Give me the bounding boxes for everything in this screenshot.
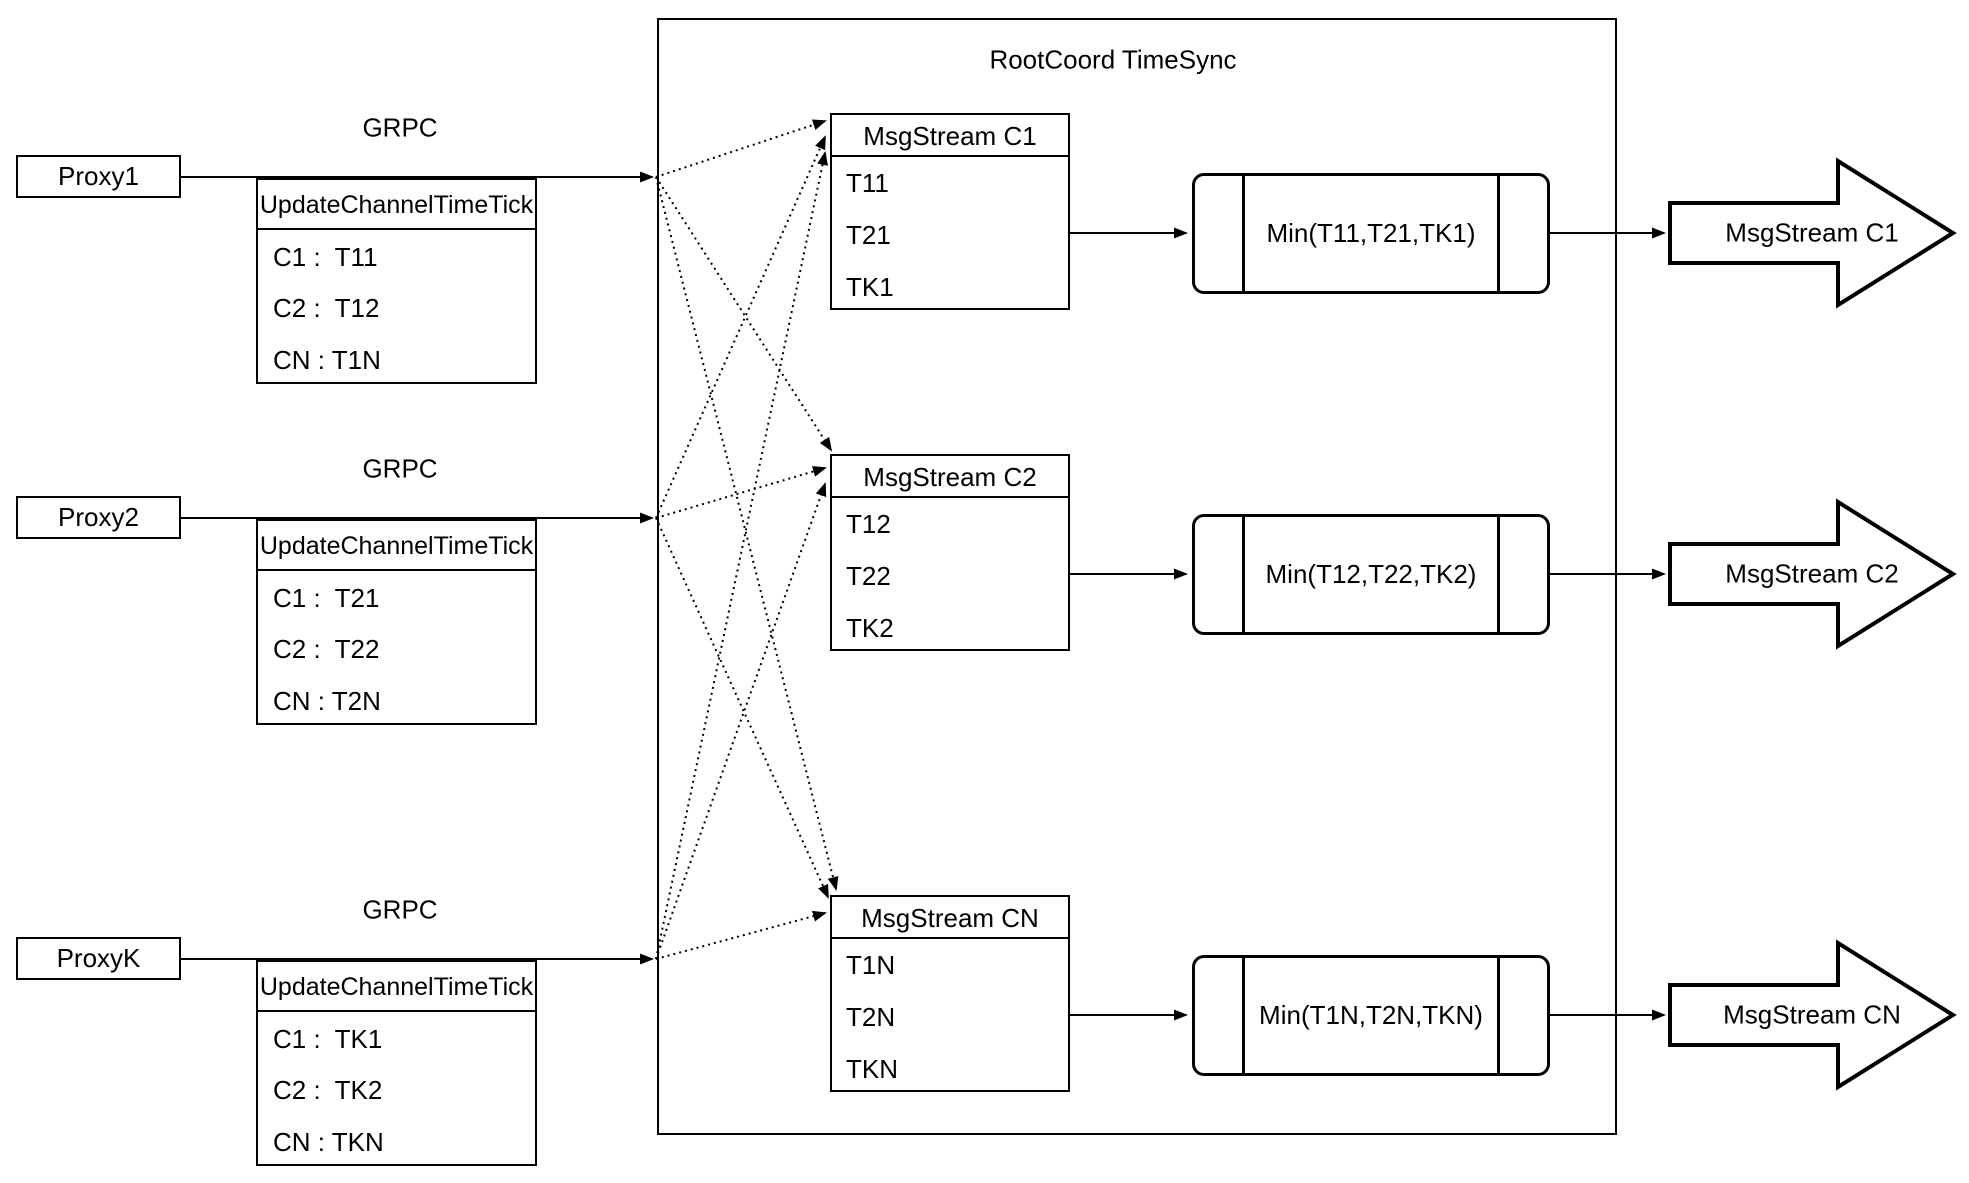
stream-row: T21 [846,220,891,250]
grpc-label-3: GRPC [362,894,438,925]
min-node-1: Min(T11,T21,TK1) [1192,173,1550,294]
msgstream-c1-box: MsgStream C1 T11 T21 TK1 [830,113,1070,310]
min-cap-left [1242,176,1245,291]
proxyk-box: ProxyK [16,937,181,980]
min-label-3: Min(T1N,T2N,TKN) [1259,1000,1483,1030]
msgstream-cn-box: MsgStream CN T1N T2N TKN [830,895,1070,1092]
output-arrow-label-overlay-1: MsgStream C1 [1725,217,1899,248]
grpc-label-2: GRPC [362,453,438,484]
output-arrow-label-overlay-2: MsgStream C2 [1725,558,1899,589]
update-row: CN : T2N [273,686,381,716]
output-arrow-label-overlay-3: MsgStream CN [1723,999,1901,1030]
update-box-title: UpdateChannelTimeTick [258,180,535,230]
update-row: C1 : TK1 [273,1024,383,1054]
stream-row: TKN [846,1054,898,1084]
update-channel-timetick-box-2: UpdateChannelTimeTick C1 : T21 C2 : T22 … [256,519,537,725]
proxy1-label: Proxy1 [58,161,139,191]
stream-row: TK1 [846,272,894,302]
update-row: C2 : T12 [273,293,380,323]
min-cap-left [1242,958,1245,1073]
stream-row: TK2 [846,613,894,643]
min-cap-left [1242,517,1245,632]
update-row: CN : TKN [273,1127,384,1157]
proxyk-label: ProxyK [56,943,141,973]
stream-row: T1N [846,950,896,980]
update-box-title: UpdateChannelTimeTick [258,521,535,571]
msgstream-c2-box: MsgStream C2 T12 T22 TK2 [830,454,1070,651]
min-label-2: Min(T12,T22,TK2) [1265,559,1477,589]
min-node-2: Min(T12,T22,TK2) [1192,514,1550,635]
stream-row: T11 [846,168,889,198]
proxy1-box: Proxy1 [16,155,181,198]
update-row: C1 : T21 [273,583,380,613]
update-channel-timetick-box-1: UpdateChannelTimeTick C1 : T11 C2 : T12 … [256,178,537,384]
min-node-3: Min(T1N,T2N,TKN) [1192,955,1550,1076]
stream-row: T2N [846,1002,896,1032]
update-row: C2 : T22 [273,634,380,664]
stream-box-title: MsgStream CN [832,897,1068,939]
update-row: C1 : T11 [273,242,378,272]
update-channel-timetick-box-3: UpdateChannelTimeTick C1 : TK1 C2 : TK2 … [256,960,537,1166]
proxy2-box: Proxy2 [16,496,181,539]
stream-row: T12 [846,509,891,539]
stream-box-title: MsgStream C1 [832,115,1068,157]
proxy2-label: Proxy2 [58,502,139,532]
min-cap-right [1497,176,1500,291]
rootcoord-title: RootCoord TimeSync [989,44,1237,75]
stream-box-title: MsgStream C2 [832,456,1068,498]
min-label-1: Min(T11,T21,TK1) [1266,218,1476,248]
update-row: CN : T1N [273,345,381,375]
update-box-title: UpdateChannelTimeTick [258,962,535,1012]
grpc-label-1: GRPC [362,112,438,143]
stream-row: T22 [846,561,891,591]
update-row: C2 : TK2 [273,1075,383,1105]
min-cap-right [1497,517,1500,632]
min-cap-right [1497,958,1500,1073]
